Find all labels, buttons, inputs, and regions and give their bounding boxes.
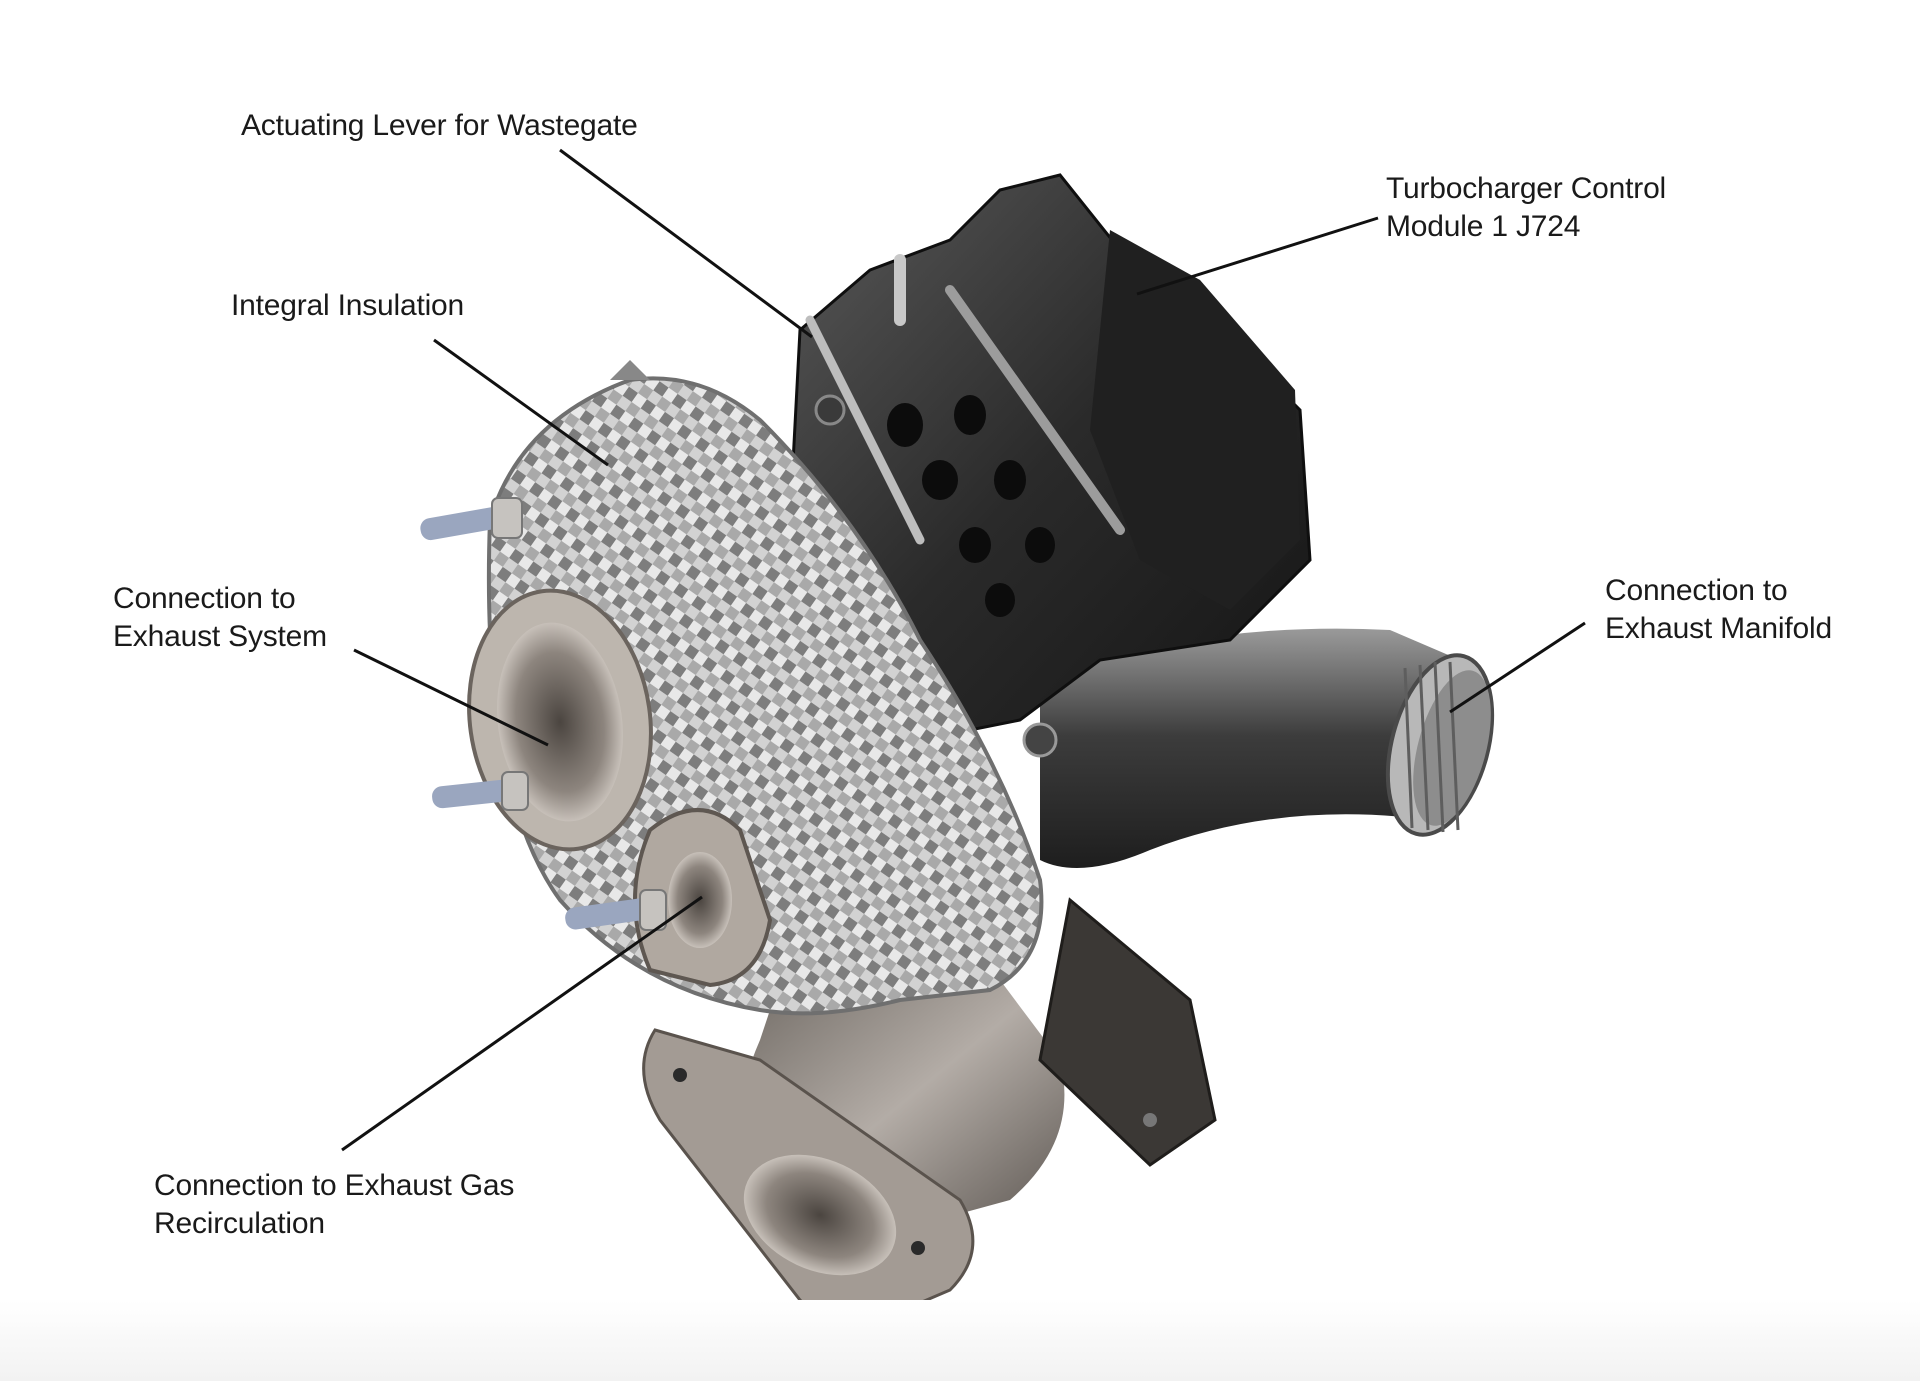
leader-line-control-module xyxy=(1136,216,1379,296)
callout-egr-line-2: Recirculation xyxy=(154,1207,325,1240)
leader-line-egr xyxy=(341,895,703,1152)
bottom-fade xyxy=(0,1300,1920,1381)
exhaust-manifold-pipe xyxy=(1040,628,1495,868)
callout-exhaust-manifold: Connection to Exhaust Manifold xyxy=(1605,572,1832,648)
leader-line-exhaust-system xyxy=(353,648,549,747)
callout-control-module: Turbocharger Control Module 1 J724 xyxy=(1386,170,1666,246)
callout-exhaust-system-line-2: Exhaust System xyxy=(113,620,327,653)
leader-line-wastegate-lever xyxy=(559,148,813,339)
callout-exhaust-manifold-line-1: Connection to xyxy=(1605,574,1788,607)
mounting-studs xyxy=(420,497,667,931)
leader-lines xyxy=(341,148,1586,1152)
callout-wastegate-lever-line-1: Actuating Lever for Wastegate xyxy=(241,109,638,142)
callout-control-module-line-1: Turbocharger Control xyxy=(1386,172,1667,205)
callout-integral-insulation-line-1: Integral Insulation xyxy=(231,289,465,322)
callout-control-module-line-2: Module 1 J724 xyxy=(1386,210,1581,243)
callout-exhaust-system-line-1: Connection to xyxy=(113,582,296,615)
leader-line-exhaust-manifold xyxy=(1449,621,1586,714)
callout-egr-line-1: Connection to Exhaust Gas xyxy=(154,1169,515,1202)
callout-egr: Connection to Exhaust Gas Recirculation xyxy=(154,1167,514,1243)
callout-wastegate-lever: Actuating Lever for Wastegate xyxy=(241,107,638,145)
callout-exhaust-system: Connection to Exhaust System xyxy=(113,580,327,656)
leader-line-integral-insulation xyxy=(433,338,609,467)
lower-outlet-casting xyxy=(642,897,1217,1324)
callout-integral-insulation: Integral Insulation xyxy=(231,287,464,325)
callout-exhaust-manifold-line-2: Exhaust Manifold xyxy=(1605,612,1832,645)
control-module-housing xyxy=(788,173,1312,758)
